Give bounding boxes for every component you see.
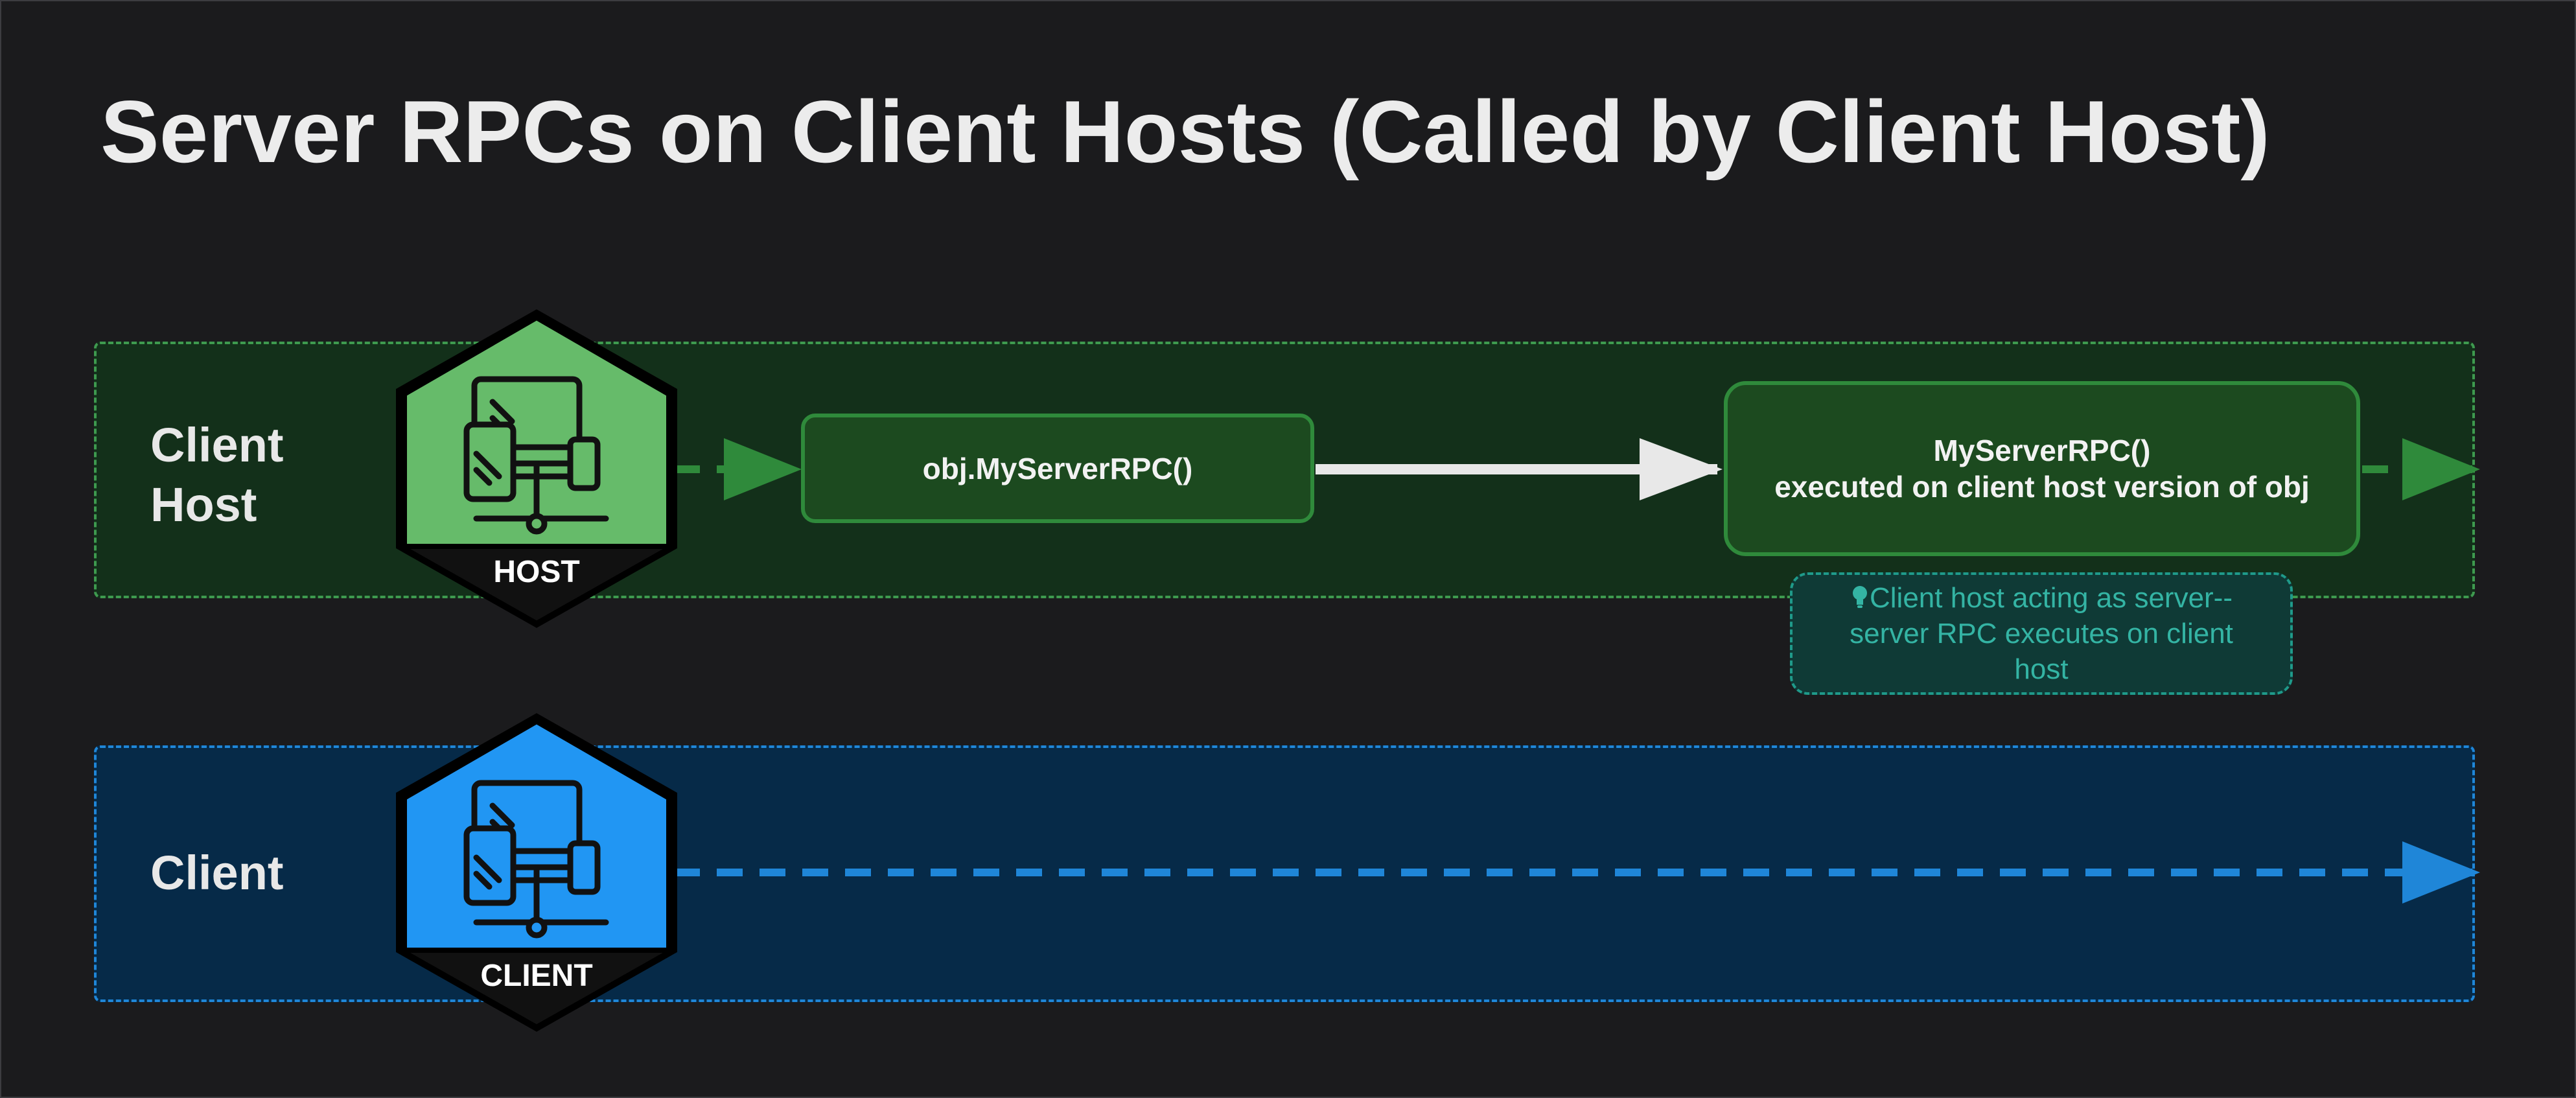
client-badge: CLIENT xyxy=(396,713,677,1032)
client-badge-label: CLIENT xyxy=(480,959,592,993)
exec-rpc-box: MyServerRPC() executed on client host ve… xyxy=(1724,381,2360,556)
exec-rpc-line2: executed on client host version of obj xyxy=(1774,470,2310,504)
note-line2: server RPC executes on client xyxy=(1850,618,2233,649)
devices-icon xyxy=(463,376,609,535)
client-lane-label: Client xyxy=(150,846,284,900)
note-line1: Client host acting as server-- xyxy=(1870,582,2233,614)
lightbulb-icon xyxy=(1853,586,1867,608)
note-line3: host xyxy=(2014,653,2069,685)
diagram-title: Server RPCs on Client Hosts (Called by C… xyxy=(100,82,2270,181)
call-rpc-text: obj.MyServerRPC() xyxy=(922,451,1193,485)
host-note: Client host acting as server-- server RP… xyxy=(1790,572,2293,695)
call-rpc-box: obj.MyServerRPC() xyxy=(801,414,1314,523)
host-badge: HOST xyxy=(396,309,677,628)
client-host-lane-label: Client Host xyxy=(150,418,284,531)
devices-icon xyxy=(463,780,609,939)
host-badge-label: HOST xyxy=(493,555,579,589)
exec-rpc-line1: MyServerRPC() xyxy=(1933,434,2151,467)
